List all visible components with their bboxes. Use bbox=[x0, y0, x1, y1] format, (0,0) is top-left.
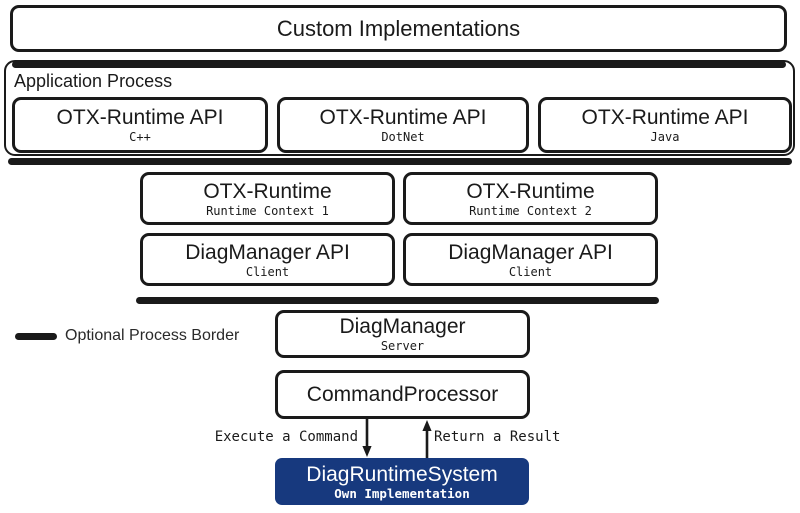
return-result-arrowhead-icon bbox=[422, 420, 432, 431]
command-result-arrows bbox=[362, 419, 432, 458]
otx-runtime-context2-subtitle: Runtime Context 2 bbox=[469, 203, 592, 218]
otx-runtime-api-java-subtitle: Java bbox=[650, 130, 680, 144]
otx-runtime-api-cpp-title: OTX-Runtime API bbox=[56, 106, 224, 129]
otx-runtime-context1-title: OTX-Runtime bbox=[203, 179, 332, 203]
execute-command-label: Execute a Command bbox=[214, 429, 358, 445]
diagmanager-api-client1-title: DiagManager API bbox=[185, 240, 350, 264]
diag-runtime-system-title: DiagRuntimeSystem bbox=[306, 462, 498, 486]
otx-runtime-api-cpp-subtitle: C++ bbox=[129, 130, 151, 144]
otx-runtime-context2-title: OTX-Runtime bbox=[466, 179, 595, 203]
diagmanager-server-subtitle: Server bbox=[380, 339, 425, 353]
otx-runtime-api-dotnet-title: OTX-Runtime API bbox=[319, 106, 487, 129]
legend-label: Optional Process Border bbox=[65, 327, 240, 344]
execute-command-arrowhead-icon bbox=[362, 446, 372, 457]
return-result-label: Return a Result bbox=[434, 429, 561, 445]
otx-runtime-api-dotnet-subtitle: DotNet bbox=[381, 130, 425, 144]
application-process-label: Application Process bbox=[14, 71, 173, 91]
otx-runtime-api-java-title: OTX-Runtime API bbox=[581, 106, 749, 129]
diagmanager-api-client1-subtitle: Client bbox=[245, 264, 290, 279]
otx-runtime-api-java-box: OTX-Runtime API Java bbox=[538, 97, 792, 153]
custom-implementations-title: Custom Implementations bbox=[276, 16, 521, 41]
diagmanager-api-client1-box: DiagManager API Client bbox=[140, 233, 395, 286]
legend-process-border-sample bbox=[15, 333, 57, 340]
diagmanager-api-client2-title: DiagManager API bbox=[448, 240, 613, 264]
command-processor-title: CommandProcessor bbox=[306, 383, 499, 406]
diagmanager-api-client2-box: DiagManager API Client bbox=[403, 233, 658, 286]
custom-implementations-box: Custom Implementations bbox=[10, 5, 787, 52]
command-processor-box: CommandProcessor bbox=[275, 370, 530, 419]
diagmanager-server-box: DiagManager Server bbox=[275, 310, 530, 358]
otx-runtime-context1-subtitle: Runtime Context 1 bbox=[206, 203, 329, 218]
diagmanager-server-title: DiagManager bbox=[339, 315, 466, 338]
diag-runtime-system-box: DiagRuntimeSystem Own Implementation bbox=[275, 458, 529, 505]
otx-runtime-api-cpp-box: OTX-Runtime API C++ bbox=[12, 97, 268, 153]
otx-runtime-context1-box: OTX-Runtime Runtime Context 1 bbox=[140, 172, 395, 225]
diag-runtime-system-subtitle: Own Implementation bbox=[334, 485, 470, 501]
diagmanager-api-client2-subtitle: Client bbox=[508, 264, 553, 279]
process-border-bar-middle bbox=[136, 297, 659, 304]
process-border-bar-top bbox=[12, 61, 786, 68]
otx-runtime-api-dotnet-box: OTX-Runtime API DotNet bbox=[277, 97, 529, 153]
otx-runtime-context2-box: OTX-Runtime Runtime Context 2 bbox=[403, 172, 658, 225]
process-border-bar-application-bottom bbox=[8, 158, 792, 165]
